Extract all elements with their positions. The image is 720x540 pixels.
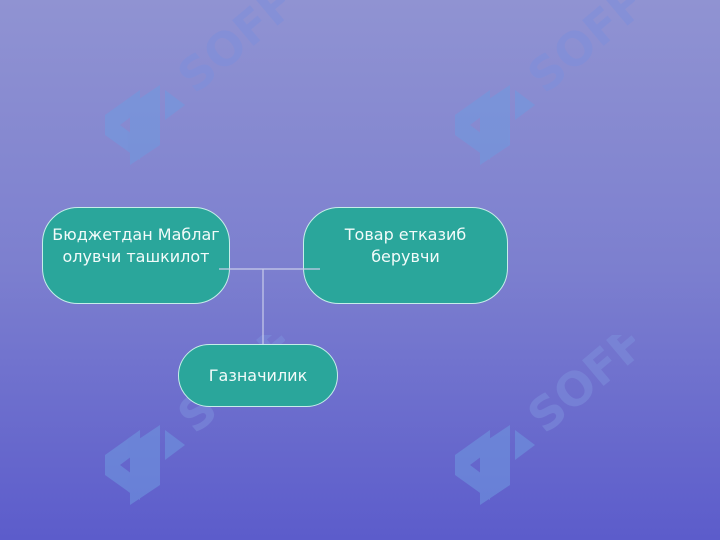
node-budget-organization: Бюджетдан Маблаг олувчи ташкилот xyxy=(42,207,230,304)
node-goods-supplier: Товар етказиб берувчи xyxy=(303,207,508,304)
soff-watermark-logo: SOFF xyxy=(435,0,656,195)
soff-logo-icon: SOFF xyxy=(455,315,656,505)
node-label: Товар етказиб берувчи xyxy=(344,224,467,266)
node-label: Газначилик xyxy=(208,365,308,385)
soff-watermark-logo: SOFF xyxy=(85,0,306,195)
node-label: Бюджетдан Маблаг олувчи ташкилот xyxy=(52,224,220,266)
watermark-text: SOFF xyxy=(517,0,635,103)
watermark-text: SOFF xyxy=(167,0,285,103)
soff-logo-icon: SOFF xyxy=(105,0,306,165)
node-treasury: Газначилик xyxy=(178,344,338,407)
soff-logo-icon: SOFF xyxy=(455,0,656,165)
watermark-text: SOFF xyxy=(517,335,635,443)
soff-watermark-logo: SOFF xyxy=(435,315,656,535)
